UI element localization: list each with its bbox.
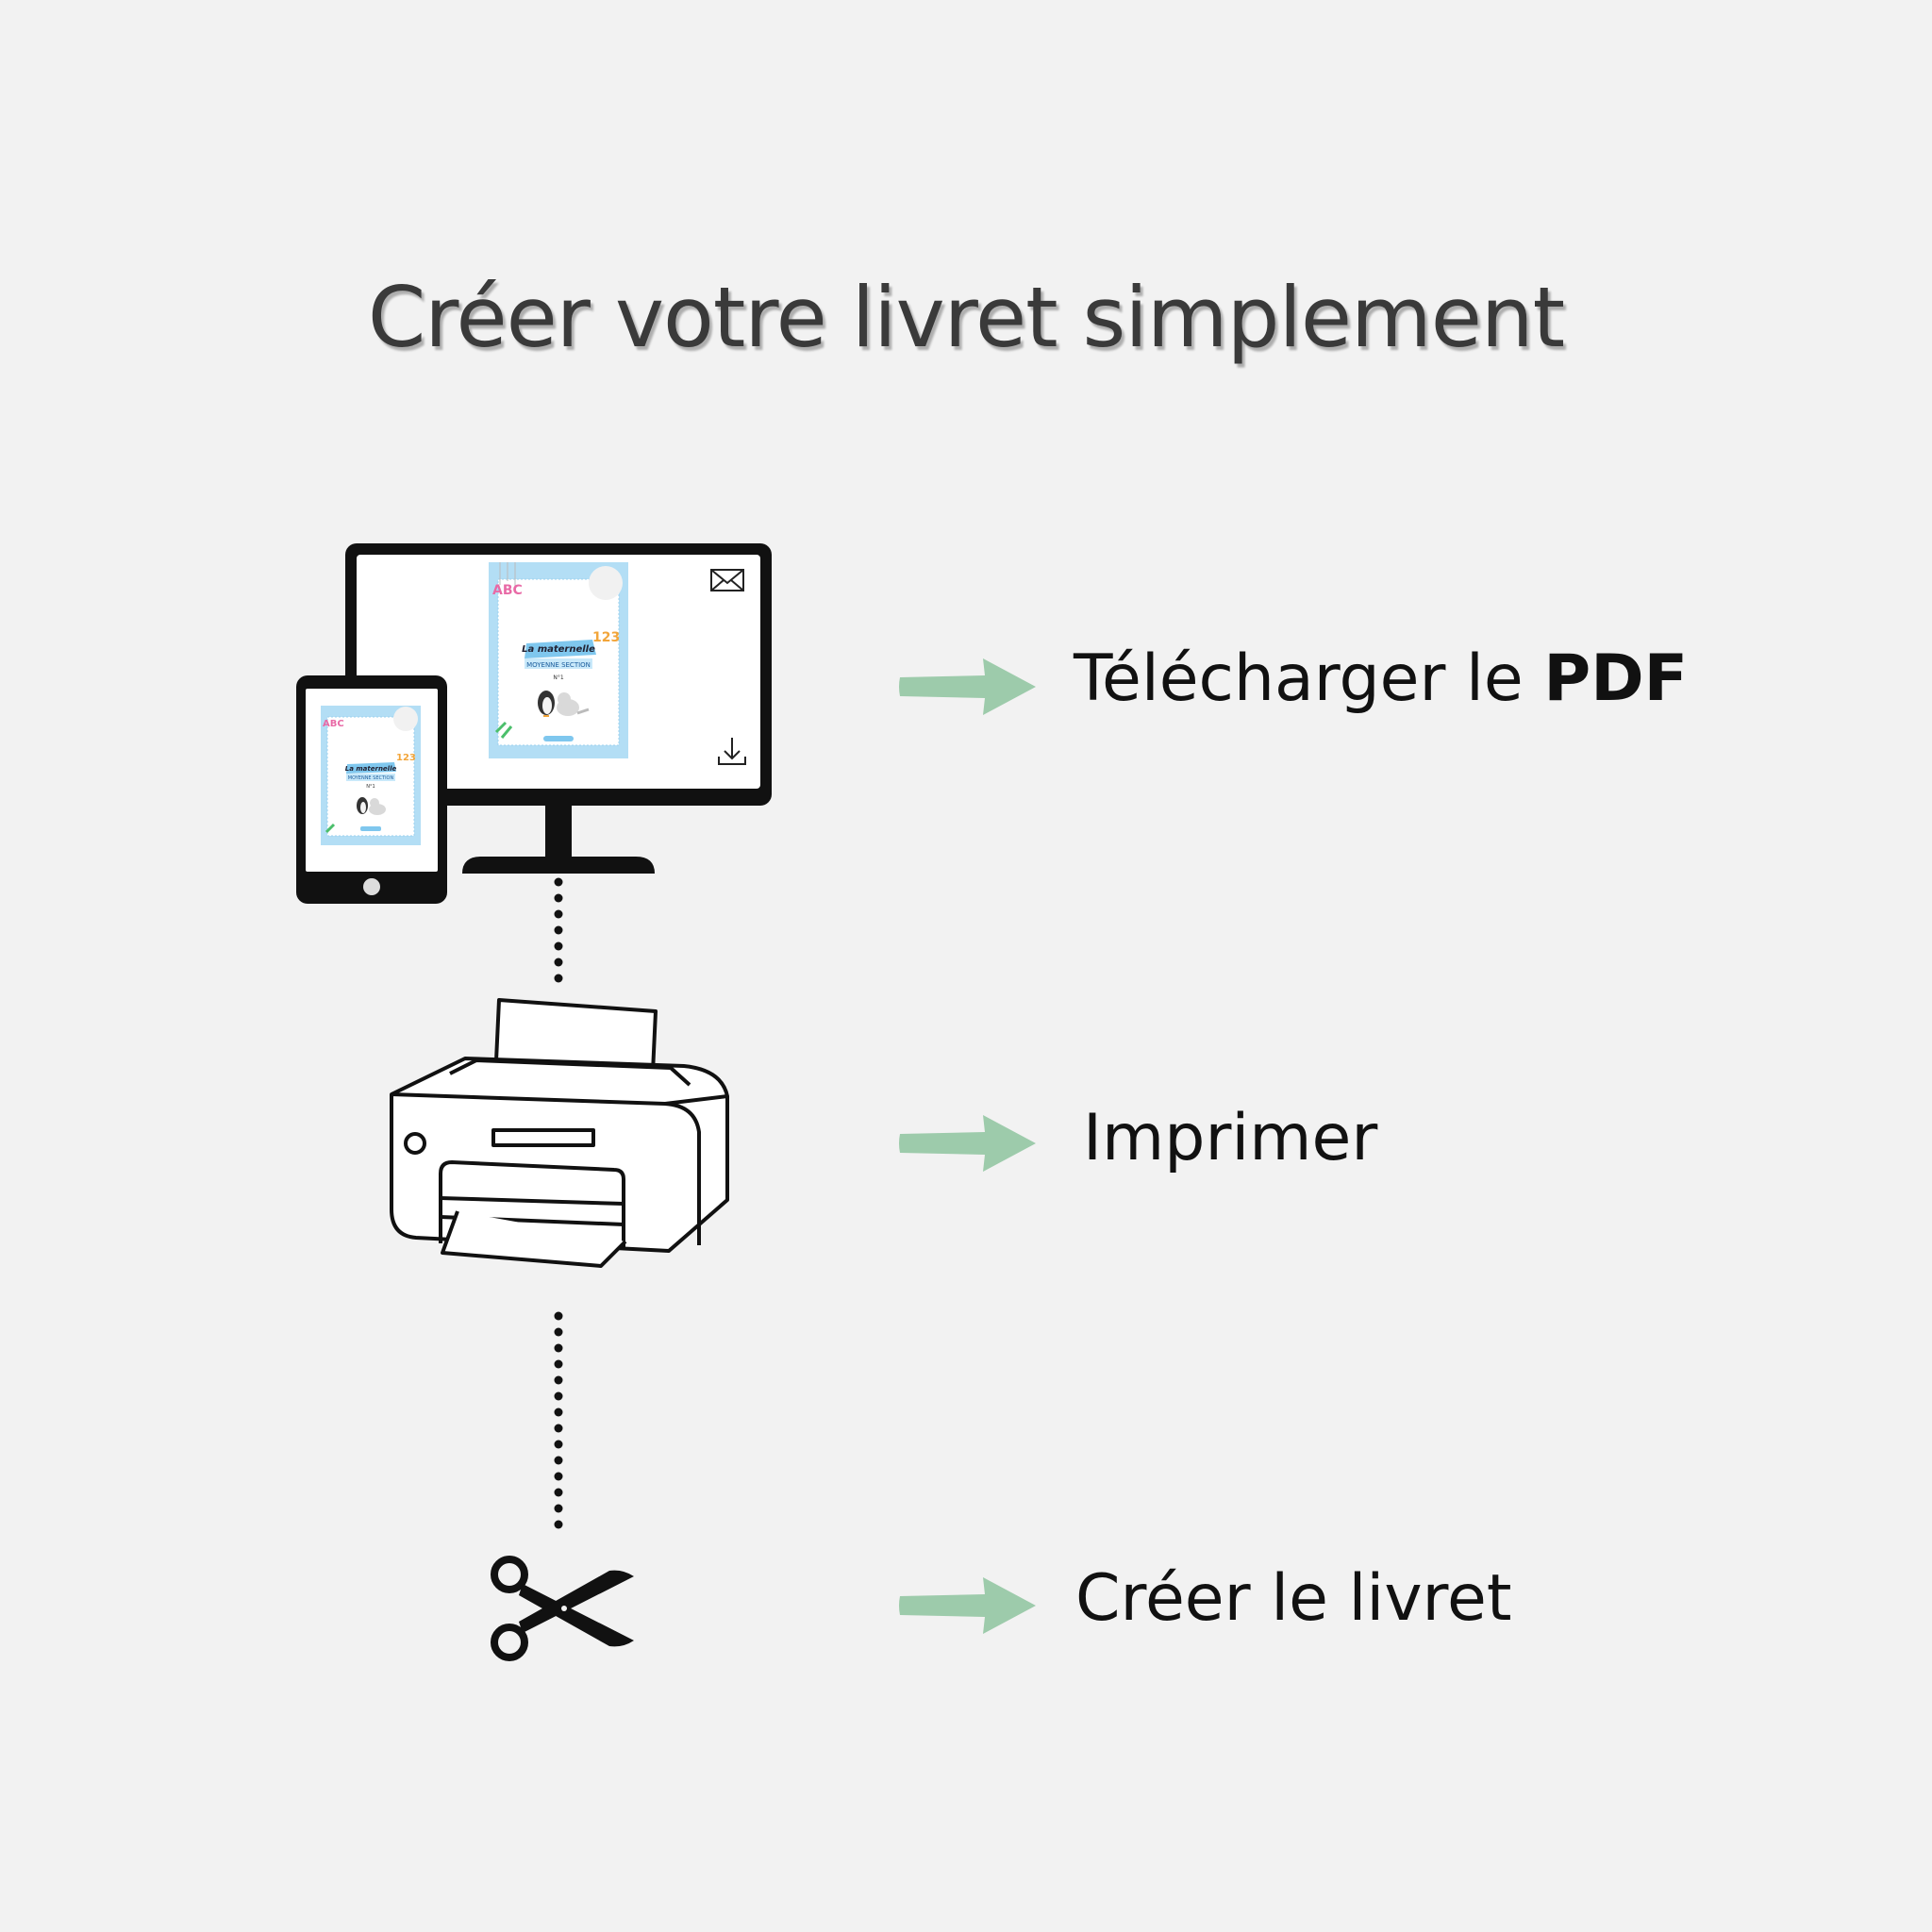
arrow-right-icon bbox=[899, 1115, 1036, 1172]
scissors-icon bbox=[491, 1556, 634, 1661]
printer-icon bbox=[390, 998, 729, 1268]
cover-numbers-small: 123 bbox=[396, 753, 416, 763]
step-label-download-text: Télécharger le bbox=[1074, 641, 1544, 716]
cover-subtitle-small: MOYENNE SECTION bbox=[348, 775, 394, 781]
step-label-download: Télécharger le PDF bbox=[1074, 641, 1688, 716]
penguin-illustration bbox=[538, 691, 555, 717]
booklet-cover-small: ABC 123 La maternelle MOYENNE SECTION N°… bbox=[321, 706, 421, 845]
booklet-cover-large: ABC 123 La maternelle MOYENNE SECTION N°… bbox=[489, 562, 628, 758]
cover-number: N°1 bbox=[553, 675, 563, 681]
page-title: Créer votre livret simplement bbox=[367, 269, 1565, 366]
download-icon bbox=[718, 738, 746, 765]
cover-title-small: La maternelle bbox=[345, 765, 397, 773]
mail-icon bbox=[710, 569, 744, 591]
tablet-icon: ABC 123 La maternelle MOYENNE SECTION N°… bbox=[296, 675, 447, 904]
cover-letters: ABC bbox=[492, 583, 523, 598]
monitor-icon: ABC 123 La maternelle MOYENNE SECTION N°… bbox=[345, 543, 772, 874]
seal-illustration bbox=[557, 692, 590, 716]
arrow-right-icon bbox=[899, 1577, 1036, 1634]
step-label-print: Imprimer bbox=[1083, 1101, 1378, 1175]
dotted-connector bbox=[554, 877, 563, 983]
arrow-right-icon bbox=[899, 658, 1036, 715]
cover-letters-small: ABC bbox=[323, 719, 344, 729]
dotted-connector bbox=[554, 1311, 563, 1529]
cover-subtitle: MOYENNE SECTION bbox=[526, 661, 591, 669]
cover-number-small: N°1 bbox=[366, 784, 375, 790]
cover-title: La maternelle bbox=[522, 644, 595, 655]
step-label-create-booklet: Créer le livret bbox=[1075, 1561, 1512, 1636]
cover-numbers: 123 bbox=[592, 630, 620, 645]
step-label-pdf: PDF bbox=[1543, 641, 1689, 716]
